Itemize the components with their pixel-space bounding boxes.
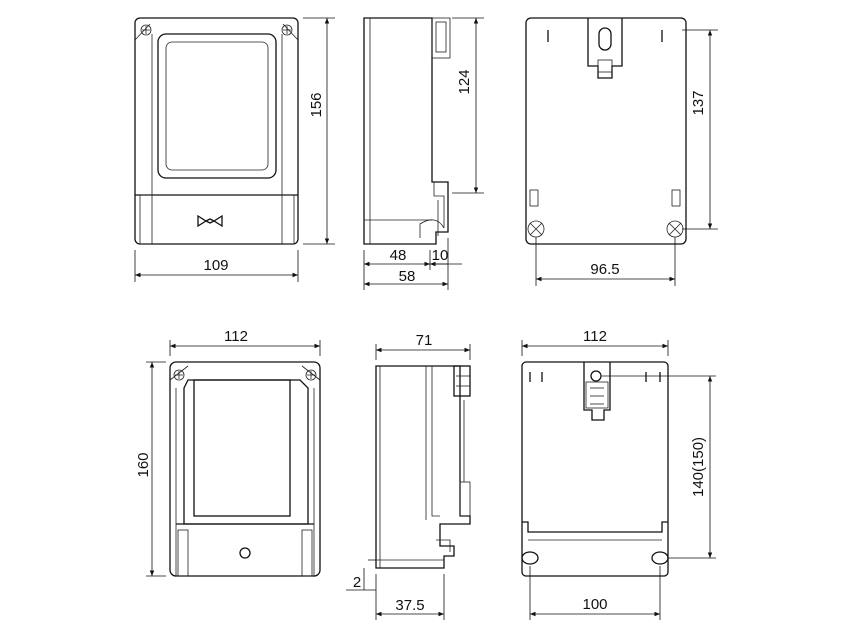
dim-v6-width: 112 xyxy=(583,328,607,345)
dim-v5-rail: 37.5 xyxy=(395,597,424,614)
dim-v5-depth: 71 xyxy=(416,332,433,349)
v4-dimensions xyxy=(146,340,321,577)
v5-dimensions xyxy=(346,344,471,620)
dim-v1-width: 109 xyxy=(203,257,228,274)
dim-v5-offset: 2 xyxy=(353,574,361,591)
dim-v6-height: 140(150) xyxy=(690,437,707,497)
rear-view-top xyxy=(525,17,687,245)
dim-v2-depth-b: 10 xyxy=(432,247,449,264)
dim-v2-height: 124 xyxy=(456,69,473,94)
dim-v4-height: 160 xyxy=(135,452,152,477)
rear-view-bottom xyxy=(521,361,669,577)
side-view-top xyxy=(363,17,451,245)
v1-dimensions xyxy=(134,17,335,282)
v3-dimensions xyxy=(535,29,718,286)
dim-v2-depth-a: 48 xyxy=(390,247,407,264)
dim-v4-width: 112 xyxy=(224,328,248,345)
front-view-bottom xyxy=(169,361,321,577)
v6-dimensions xyxy=(521,340,716,620)
dim-v3-height: 137 xyxy=(690,90,707,115)
dim-v3-width: 96.5 xyxy=(590,261,619,278)
front-view-top xyxy=(134,17,299,245)
dim-v6-mount: 100 xyxy=(582,596,607,613)
dim-v2-depth-total: 58 xyxy=(399,268,416,285)
side-view-bottom xyxy=(375,365,471,569)
v2-dimensions xyxy=(363,17,484,290)
dim-v1-height: 156 xyxy=(308,92,325,117)
